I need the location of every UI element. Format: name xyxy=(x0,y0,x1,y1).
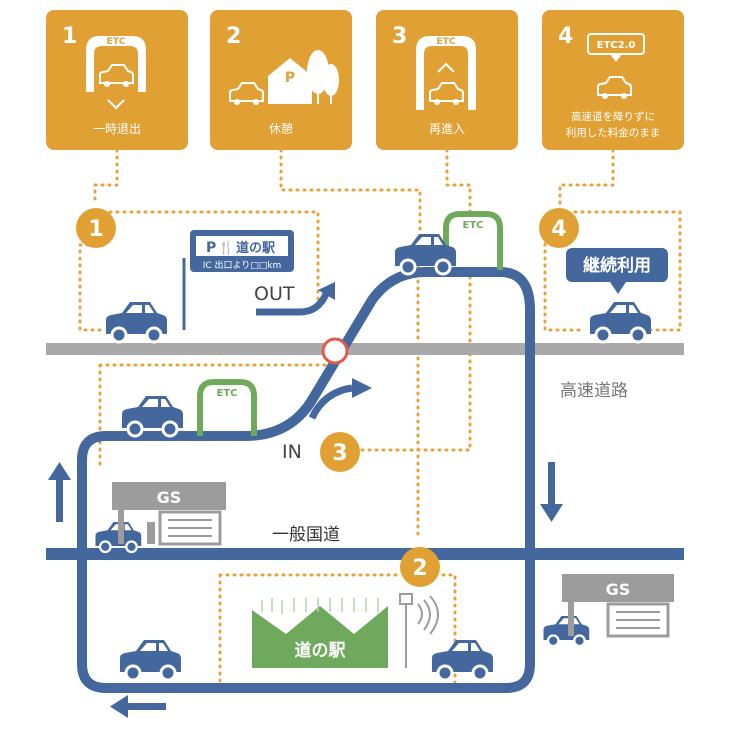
highway-road xyxy=(46,343,684,355)
gas-station-icon: GS xyxy=(112,482,226,546)
badge-1: 1 xyxy=(76,208,116,248)
car-icon xyxy=(120,394,185,438)
michinoeki-building: 道の駅 xyxy=(252,593,439,668)
svg-text:ETC: ETC xyxy=(463,220,484,231)
michinoeki-sign: P 🍴 道の駅 IC 出口より□□km xyxy=(182,230,294,330)
card-sign: P xyxy=(285,70,295,86)
svg-text:道の駅: 道の駅 xyxy=(295,640,347,661)
car-icon xyxy=(104,300,169,344)
card-number: 3 xyxy=(392,24,407,49)
svg-text:3: 3 xyxy=(332,441,347,466)
card-label: 再進入 xyxy=(429,122,465,136)
continue-use-callout: 継続利用 xyxy=(566,248,668,294)
svg-text:道の駅: 道の駅 xyxy=(236,240,276,256)
in-label: IN xyxy=(282,441,302,463)
car-icon xyxy=(588,300,653,344)
badge-2: 2 xyxy=(400,547,440,587)
national-road-label: 一般国道 xyxy=(272,525,340,545)
direction-arrows xyxy=(48,462,563,718)
etc-reenter-icon: ETC xyxy=(416,36,476,110)
etc-gate-lower: ETC xyxy=(197,379,257,436)
cutlery-icon: 🍴 xyxy=(218,240,234,256)
svg-text:2: 2 xyxy=(412,556,427,581)
car-icon xyxy=(542,614,591,648)
etc-exit-icon: ETC xyxy=(86,36,146,110)
step-card-1: 1 ETC 一時退出 xyxy=(46,10,188,150)
gas-station-icon: GS xyxy=(562,574,674,638)
card-label-line2: 利用した料金のまま xyxy=(566,126,661,139)
in-arrow xyxy=(308,378,372,420)
step-card-4: 4 ETC2.0 高速道を降りずに 利用した料金のまま xyxy=(542,10,684,150)
svg-text:GS: GS xyxy=(606,580,631,599)
highway-label: 高速道路 xyxy=(560,381,628,401)
etc-gate-upper: ETC xyxy=(443,211,503,270)
badge-3: 3 xyxy=(320,432,360,472)
etc2-car-icon: ETC2.0 xyxy=(587,33,645,100)
svg-text:ETC: ETC xyxy=(217,388,238,399)
svg-text:GS: GS xyxy=(157,488,182,507)
car-icon xyxy=(430,638,495,682)
card-number: 1 xyxy=(62,24,77,49)
svg-text:IC 出口より□□km: IC 出口より□□km xyxy=(203,259,282,271)
out-label: OUT xyxy=(254,283,295,305)
card-number: 2 xyxy=(226,24,241,49)
card-sign: ETC2.0 xyxy=(597,40,636,51)
svg-text:4: 4 xyxy=(551,217,566,242)
rest-area-icon: P xyxy=(229,50,339,106)
badge-4: 4 xyxy=(539,208,579,248)
card-sign: ETC xyxy=(437,37,456,47)
car-icon xyxy=(118,638,183,682)
card-label-line1: 高速道を降りずに xyxy=(571,110,655,123)
card-label: 一時退出 xyxy=(93,122,141,136)
step-card-2: 2 P 休憩 xyxy=(210,10,352,150)
card-sign: ETC xyxy=(107,37,126,47)
out-arrow xyxy=(256,282,335,316)
card-number: 4 xyxy=(558,24,573,49)
svg-text:1: 1 xyxy=(88,217,103,242)
step-card-3: 3 ETC 再進入 xyxy=(376,10,518,150)
card-label: 休憩 xyxy=(269,121,293,136)
svg-text:継続利用: 継続利用 xyxy=(583,255,651,276)
svg-text:P: P xyxy=(206,240,216,256)
national-road xyxy=(46,548,684,560)
junction-marker xyxy=(321,337,349,365)
